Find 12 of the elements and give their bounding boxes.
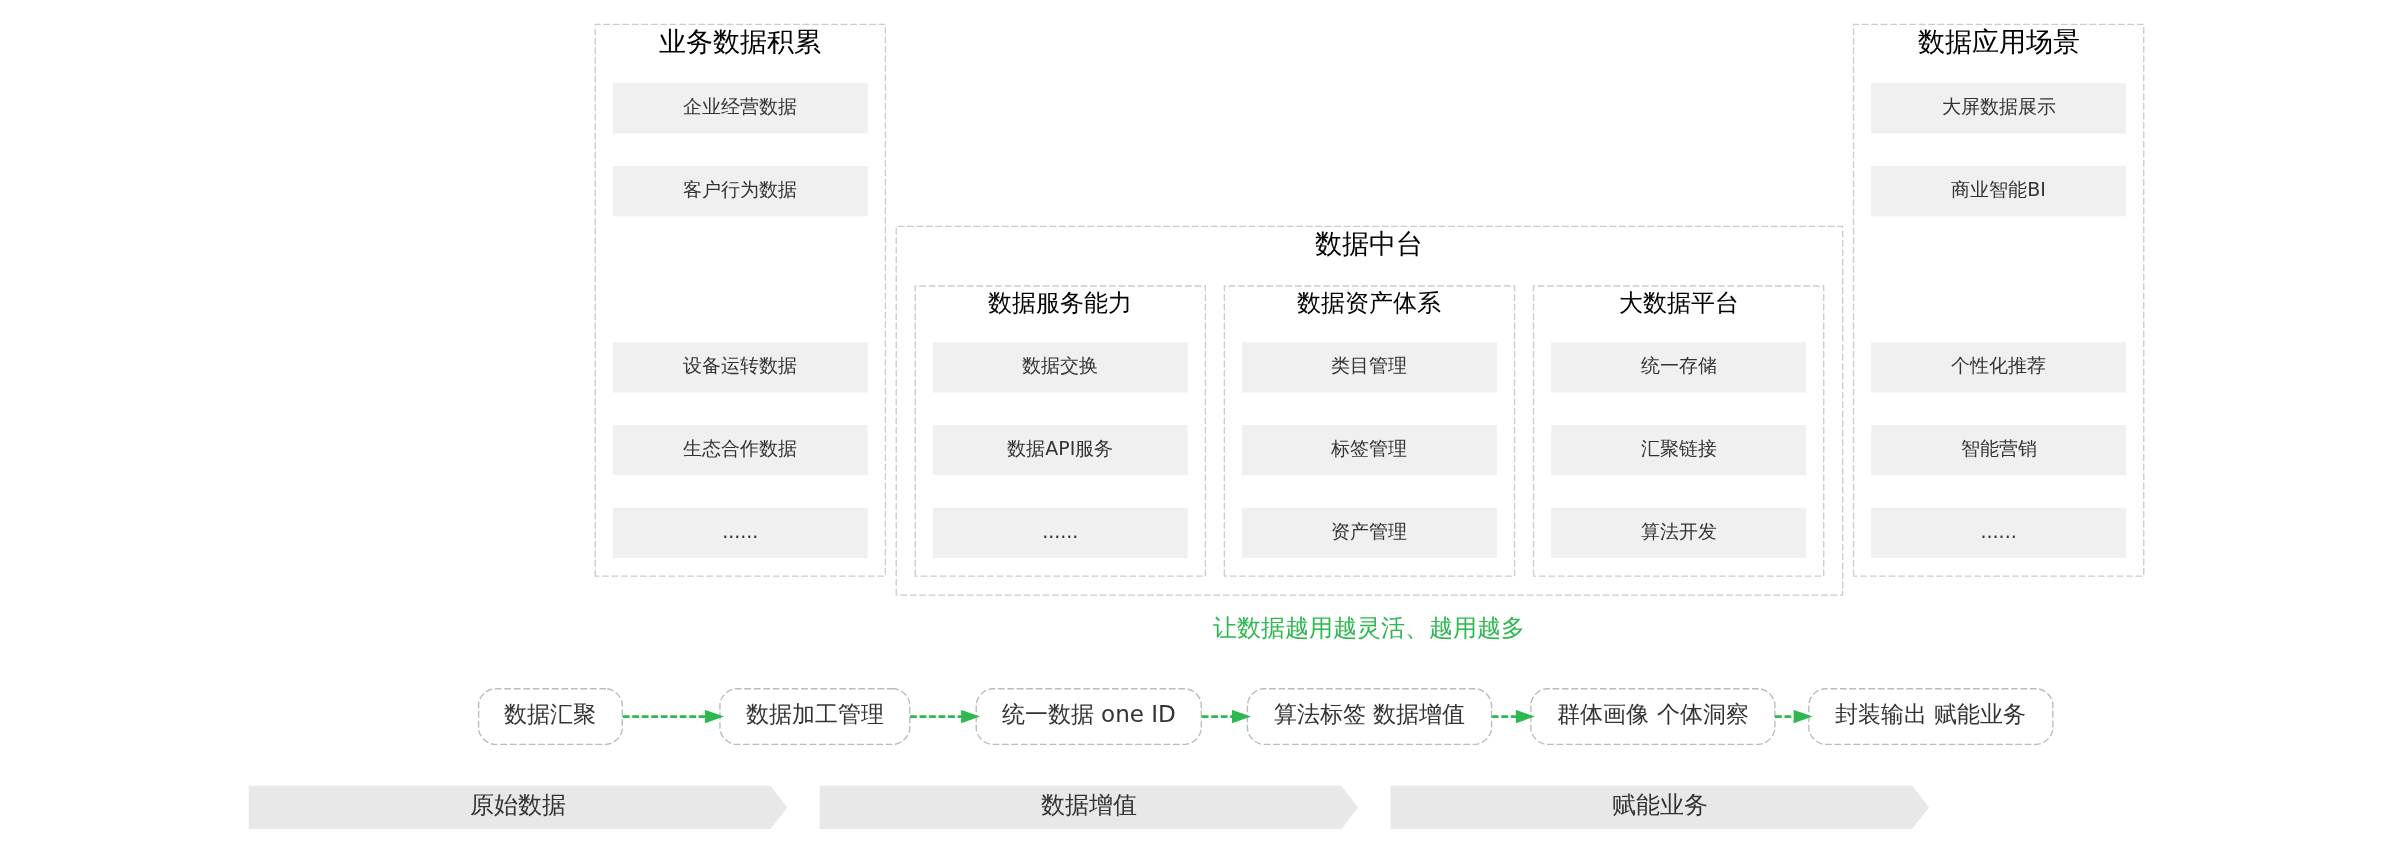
node-box: 算法标签 数据增值 [1246, 688, 1493, 745]
node-box: 数据加工管理 [719, 688, 911, 745]
arrow [622, 709, 725, 724]
node-box: 封装输出 赋能业务 [1808, 688, 2054, 745]
arrow [1491, 709, 1535, 724]
arrow [1201, 709, 1252, 724]
node-box: 数据汇聚 [477, 688, 623, 745]
node-box: 统一数据 one ID [975, 688, 1202, 745]
arrow [910, 709, 981, 724]
node-box: 群体画像 个体洞察 [1530, 688, 1776, 745]
arrow [1775, 709, 1813, 724]
label: 让数据越用越灵活、越用越多 [1213, 613, 1526, 643]
